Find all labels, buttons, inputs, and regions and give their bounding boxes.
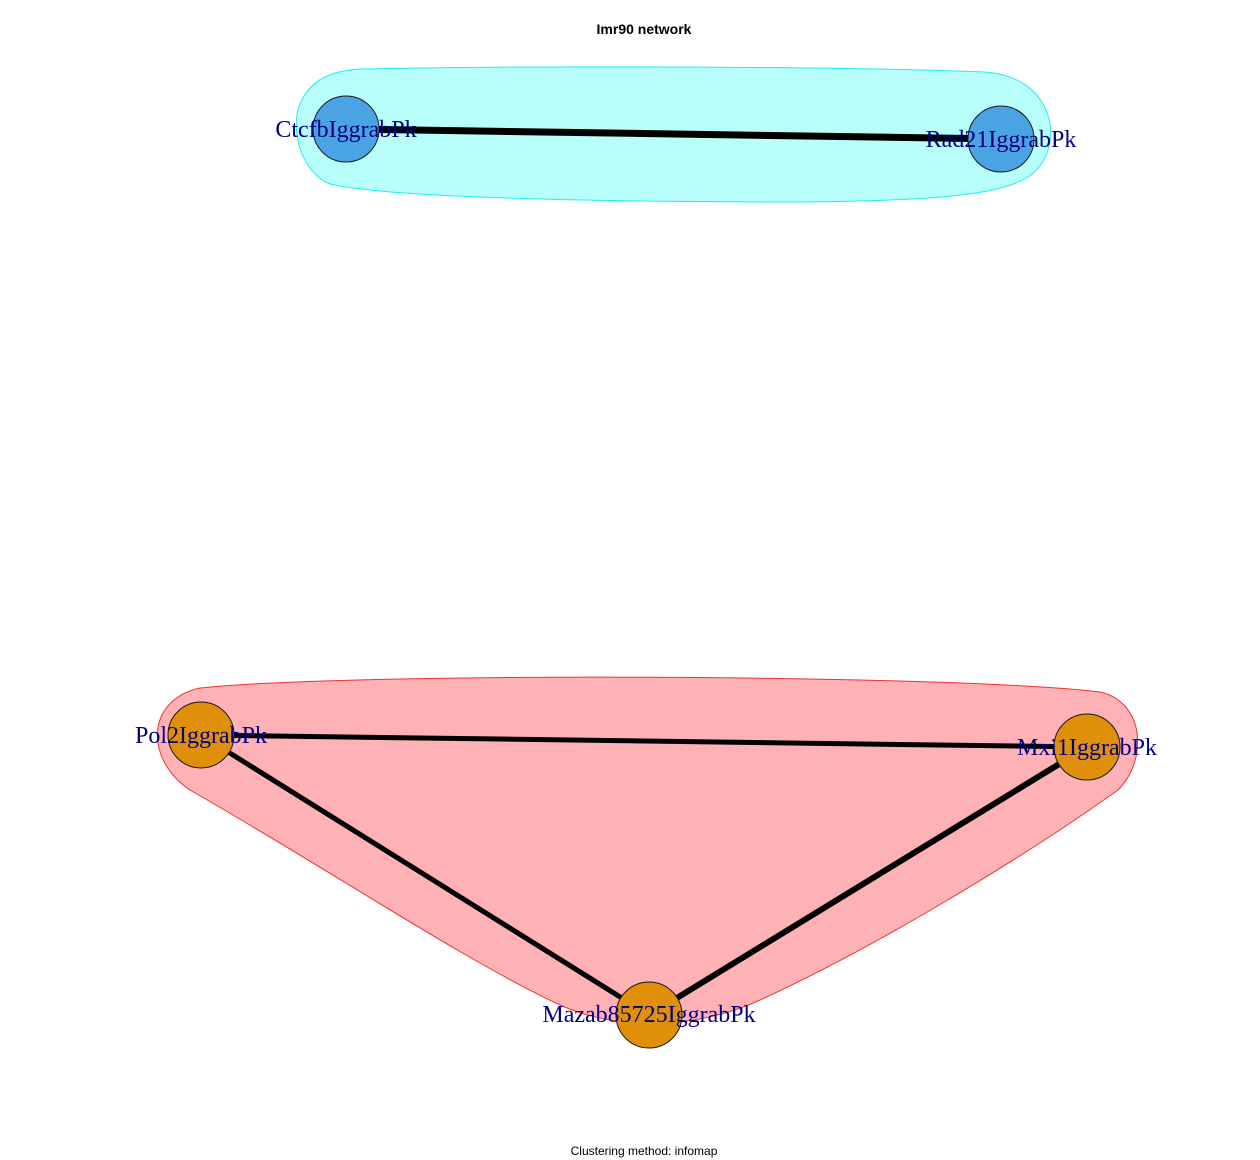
node-label-pol2: Pol2IggrabPk [135,723,267,749]
node-mxi1[interactable] [1053,713,1121,781]
node-label-rad21: Rad21IggrabPk [926,127,1077,153]
cluster-hull-red [157,676,1139,1024]
edge-ctcf-rad21 [345,125,1002,143]
node-label-mxi1: Mxi1IggrabPk [1017,735,1157,761]
edge-pol2-mazab [199,732,651,1018]
node-label-ctcf: CtcfbIggrabPk [275,117,416,143]
edge-mxi1-mazab [647,744,1089,1018]
plot-subtitle: Clustering method: infomap [570,1144,718,1158]
node-label-mazab: Mazab85725IggrabPk [542,1002,755,1028]
plot-title: Imr90 network [596,21,692,37]
node-rad21[interactable] [967,105,1035,173]
node-mazab[interactable] [615,981,683,1049]
edge-pol2-mxi1 [200,732,1088,750]
node-pol2[interactable] [167,701,235,769]
node-ctcf[interactable] [312,95,380,163]
